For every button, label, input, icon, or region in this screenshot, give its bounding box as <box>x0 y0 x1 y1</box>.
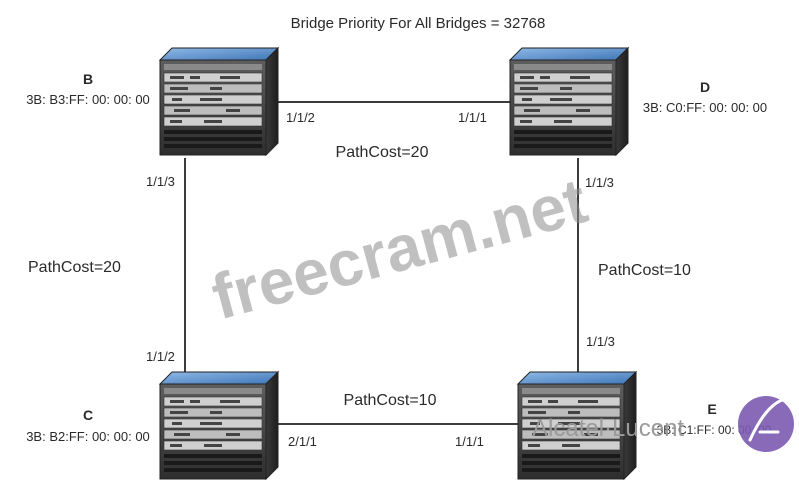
bridge-b-chassis <box>159 47 279 156</box>
bridge-e-name: E <box>707 401 716 417</box>
watermark-text: freecram.net <box>204 164 594 333</box>
bridge-b-mac: 3B: B3:FF: 00: 00: 00 <box>26 92 150 107</box>
bridge-c-name: C <box>83 407 93 423</box>
port-e-1-1-3: 1/1/3 <box>586 334 615 349</box>
port-e-1-1-1: 1/1/1 <box>455 434 484 449</box>
port-d-1-1-3: 1/1/3 <box>585 175 614 190</box>
port-c-1-1-2: 1/1/2 <box>146 349 175 364</box>
bridge-d-name: D <box>700 79 710 95</box>
pathcost-b-c: PathCost=20 <box>28 259 121 276</box>
bridge-b-name: B <box>83 71 93 87</box>
bridge-d-mac: 3B: C0:FF: 00: 00: 00 <box>643 100 767 115</box>
port-b-1-1-2: 1/1/2 <box>286 110 315 125</box>
port-c-2-1-1: 2/1/1 <box>288 434 317 449</box>
port-d-1-1-1: 1/1/1 <box>458 110 487 125</box>
diagram-title: Bridge Priority For All Bridges = 32768 <box>291 15 546 32</box>
bridge-c-mac: 3B: B2:FF: 00: 00: 00 <box>26 429 150 444</box>
brand-logo-text: Alcatel·Lucent <box>532 415 684 442</box>
port-b-1-1-3: 1/1/3 <box>146 174 175 189</box>
pathcost-c-e: PathCost=10 <box>344 392 437 409</box>
bridge-d-chassis <box>509 47 629 156</box>
pathcost-d-e: PathCost=10 <box>598 262 691 279</box>
bridge-c-chassis <box>159 371 279 480</box>
brand-logo-icon <box>738 396 794 452</box>
pathcost-b-d: PathCost=20 <box>336 144 429 161</box>
